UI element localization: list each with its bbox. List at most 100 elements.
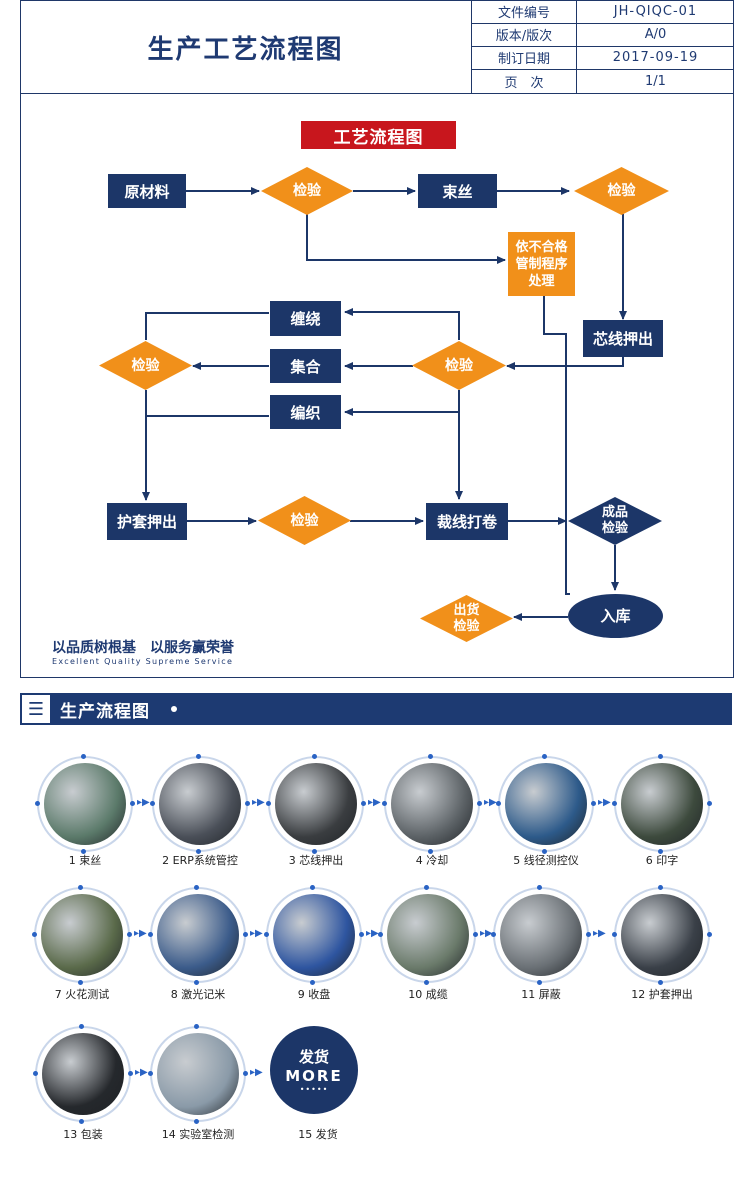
ring-dot: [537, 980, 542, 985]
ring-dot: [537, 885, 542, 890]
ring-dot: [496, 801, 501, 806]
step-photo: [505, 763, 587, 845]
ring-dot: [32, 932, 37, 937]
ring-dot: [612, 932, 617, 937]
step-caption: 13 包装: [63, 1128, 103, 1141]
node-check-1: 检验: [261, 167, 353, 215]
ring-dot: [150, 801, 155, 806]
divider: [576, 0, 577, 94]
production-step-13: ▸▶: [33, 1024, 148, 1124]
step-arrow-icon: ▸▶: [598, 797, 611, 808]
ring-dot: [477, 801, 482, 806]
step-photo: [621, 894, 703, 976]
production-step-10: ▸▶: [378, 885, 493, 985]
step-caption: 1 束丝: [68, 854, 102, 867]
ring-dot: [591, 801, 596, 806]
ring-dot: [310, 885, 315, 890]
ring-dot: [79, 1024, 84, 1029]
ring-dot: [78, 885, 83, 890]
step-caption: 11 屏蔽: [521, 988, 561, 1001]
step-arrow-icon: ▸▶: [366, 928, 379, 939]
ring-dot: [130, 801, 135, 806]
step-photo: [391, 763, 473, 845]
ring-dot: [243, 932, 248, 937]
flow-connectors: [142, 187, 627, 621]
ring-dot: [542, 849, 547, 854]
ring-dot: [658, 849, 663, 854]
more-cn-label: 发货: [298, 1048, 329, 1066]
step-arrow-icon: ▸▶: [368, 797, 381, 808]
step-caption: 10 成缆: [408, 988, 448, 1001]
node-assemble: 集合: [270, 349, 341, 383]
ring-dot: [128, 1071, 133, 1076]
node-raw-material: 原材料: [108, 174, 186, 208]
step-photo: [275, 763, 357, 845]
meta-label-page: 页 次: [504, 76, 544, 91]
ring-dot: [359, 932, 364, 937]
ring-dot: [312, 849, 317, 854]
page-title: 生产工艺流程图: [147, 34, 344, 65]
divider: [471, 23, 734, 24]
step-photo: [387, 894, 469, 976]
menu-lines-icon: ☰: [22, 695, 50, 723]
ring-dot: [81, 849, 86, 854]
ring-dot: [707, 801, 712, 806]
node-bundle: 束丝: [418, 174, 497, 208]
production-step-8: ▸▶: [148, 885, 263, 985]
ring-dot: [81, 754, 86, 759]
production-banner-title: 生产流程图: [60, 701, 150, 722]
step-arrow-icon: ▸▶: [250, 1067, 263, 1078]
node-check-5: 检验: [258, 496, 351, 545]
ring-dot: [658, 980, 663, 985]
step-caption: 9 收盘: [297, 988, 331, 1001]
step-photo: [42, 1033, 124, 1115]
node-cut-coil: 裁线打卷: [426, 503, 508, 540]
meta-label-version: 版本/版次: [495, 29, 553, 44]
step-photo: [41, 894, 123, 976]
ring-dot: [312, 754, 317, 759]
production-banner: [20, 693, 732, 725]
node-check-2: 检验: [574, 167, 669, 215]
ring-dot: [194, 1119, 199, 1124]
ring-dot: [382, 801, 387, 806]
step-arrow-icon: ▸▶: [480, 928, 493, 939]
step-arrow-icon: ▸▶: [593, 928, 606, 939]
node-check-2-label: 检验: [607, 183, 636, 199]
meta-value-version: A/0: [644, 27, 667, 42]
node-check-1-label: 检验: [293, 183, 321, 199]
step-arrow-icon: ▸▶: [252, 797, 265, 808]
node-check-3: 检验: [412, 341, 506, 390]
ring-dot: [491, 932, 496, 937]
production-step-11: ▸▶: [491, 885, 606, 985]
ring-dot: [310, 980, 315, 985]
node-check-5-label: 检验: [290, 512, 319, 529]
step-photo: [44, 763, 126, 845]
production-step-1: ▸▶: [35, 754, 150, 854]
step-arrow-icon: ▸▶: [137, 797, 150, 808]
production-step-12: [612, 885, 712, 985]
ring-dot: [194, 980, 199, 985]
node-shipping-check-label: 出货 检验: [453, 602, 480, 634]
step-arrow-icon: ▸▶: [135, 1067, 148, 1078]
ring-dot: [361, 801, 366, 806]
step-caption: 12 护套押出: [631, 988, 693, 1001]
ring-dot: [428, 754, 433, 759]
step-photo: [159, 763, 241, 845]
ring-dot: [196, 849, 201, 854]
ring-dot: [707, 932, 712, 937]
ring-dot: [473, 932, 478, 937]
divider: [471, 46, 734, 47]
step-photo: [621, 763, 703, 845]
meta-value-date: 2017-09-19: [612, 50, 699, 65]
ring-dot: [196, 754, 201, 759]
ring-dot: [127, 932, 132, 937]
production-step-5: ▸▶: [496, 754, 611, 854]
node-braiding: 编织: [270, 395, 341, 429]
flowchart-frame: [20, 94, 734, 678]
step-caption: 2 ERP系统管控: [162, 854, 238, 867]
step-caption: 6 印字: [645, 854, 679, 867]
meta-label-date: 制订日期: [497, 52, 550, 67]
more-en-label: MORE: [285, 1067, 343, 1085]
banner-dot: [171, 706, 177, 712]
